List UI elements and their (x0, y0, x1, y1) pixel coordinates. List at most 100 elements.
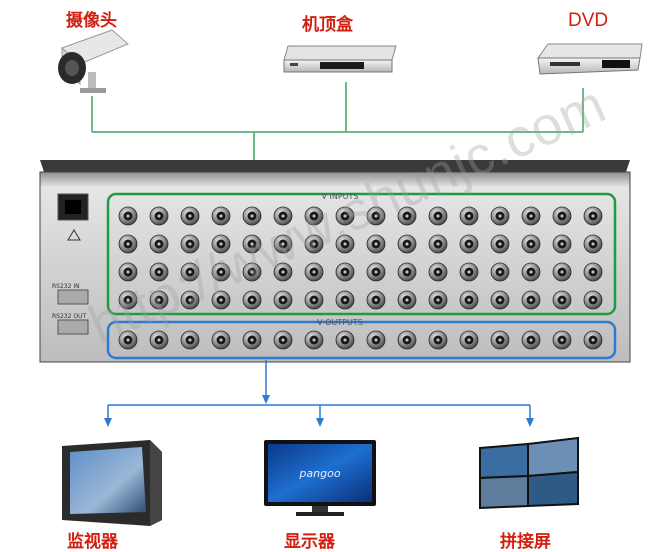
output-bnc-port (335, 330, 355, 350)
matrix-switcher-device (39, 160, 631, 363)
input-bnc-port (149, 262, 169, 282)
rs232-in-port (57, 289, 89, 305)
input-bnc-port (583, 262, 603, 282)
input-bnc-port (521, 262, 541, 282)
input-bnc-port (428, 206, 448, 226)
input-bnc-port (304, 234, 324, 254)
output-bnc-port (459, 330, 479, 350)
input-bnc-port (552, 206, 572, 226)
output-bnc-port (304, 330, 324, 350)
output-bnc-port (242, 330, 262, 350)
input-bnc-port (459, 206, 479, 226)
display-label: 显示器 (284, 532, 335, 552)
input-bnc-port (180, 234, 200, 254)
input-bnc-port (459, 234, 479, 254)
input-bnc-port (211, 206, 231, 226)
input-bnc-port (273, 290, 293, 310)
output-bnc-port (583, 330, 603, 350)
output-bnc-port (149, 330, 169, 350)
input-bnc-port (273, 206, 293, 226)
settop-box-icon (283, 45, 397, 73)
rs232-out-port (57, 319, 89, 335)
input-bnc-port (149, 290, 169, 310)
input-bnc-port (335, 206, 355, 226)
input-bnc-port (490, 262, 510, 282)
input-bnc-port (118, 206, 138, 226)
input-bnc-port (583, 206, 603, 226)
input-bnc-port (521, 234, 541, 254)
dvd-player-icon (537, 43, 643, 75)
dvd-label: DVD (568, 10, 609, 31)
inputs-label: V INPUTS (321, 192, 358, 201)
lcd-display-icon: pangoo (264, 440, 376, 516)
input-bnc-port (490, 234, 510, 254)
rs232-out-label: RS232 OUT (52, 313, 86, 320)
input-bnc-port (304, 290, 324, 310)
input-bnc-port (490, 290, 510, 310)
output-connector-lines (104, 360, 534, 427)
input-bnc-port (118, 290, 138, 310)
input-bnc-port (521, 290, 541, 310)
input-bnc-port (242, 234, 262, 254)
input-bnc-port (118, 234, 138, 254)
videowall-label: 拼接屏 (500, 532, 551, 552)
input-bnc-port (180, 262, 200, 282)
input-bnc-port (552, 290, 572, 310)
input-bnc-port (552, 234, 572, 254)
input-bnc-port (242, 206, 262, 226)
input-bnc-port (366, 206, 386, 226)
input-bnc-port (428, 234, 448, 254)
input-bnc-port (149, 206, 169, 226)
input-bnc-port (242, 290, 262, 310)
output-bnc-port (366, 330, 386, 350)
input-bnc-port (428, 290, 448, 310)
input-bnc-port (366, 262, 386, 282)
input-bnc-port (397, 290, 417, 310)
input-bnc-port (459, 262, 479, 282)
input-bnc-port (428, 262, 448, 282)
input-bnc-port (304, 206, 324, 226)
output-bnc-ports (118, 330, 603, 350)
output-bnc-port (428, 330, 448, 350)
input-bnc-port (397, 234, 417, 254)
output-bnc-port (180, 330, 200, 350)
input-bnc-ports (118, 206, 603, 310)
input-bnc-port (583, 290, 603, 310)
input-bnc-port (335, 262, 355, 282)
input-bnc-port (335, 290, 355, 310)
input-bnc-port (459, 290, 479, 310)
output-bnc-port (118, 330, 138, 350)
input-bnc-port (211, 262, 231, 282)
outputs-label: V OUTPUTS (317, 318, 363, 327)
input-bnc-port (335, 234, 355, 254)
output-bnc-port (273, 330, 293, 350)
input-bnc-port (118, 262, 138, 282)
input-bnc-port (149, 234, 169, 254)
brand-logo: pangoo (298, 467, 340, 480)
input-bnc-port (211, 290, 231, 310)
output-bnc-port (397, 330, 417, 350)
output-bnc-port (490, 330, 510, 350)
input-bnc-port (180, 290, 200, 310)
input-bnc-port (366, 234, 386, 254)
input-bnc-port (552, 262, 572, 282)
input-bnc-port (397, 206, 417, 226)
output-bnc-port (211, 330, 231, 350)
settop-label: 机顶盒 (302, 15, 353, 35)
monitor-label: 监视器 (67, 532, 118, 552)
input-bnc-port (583, 234, 603, 254)
output-bnc-port (521, 330, 541, 350)
input-bnc-port (211, 234, 231, 254)
outputs-frame (106, 320, 617, 360)
input-bnc-port (180, 206, 200, 226)
crt-monitor-icon (62, 440, 162, 526)
input-bnc-port (242, 262, 262, 282)
input-bnc-port (304, 262, 324, 282)
input-bnc-port (273, 234, 293, 254)
input-bnc-port (521, 206, 541, 226)
camera-label: 摄像头 (66, 11, 117, 31)
input-bnc-port (397, 262, 417, 282)
input-bnc-port (366, 290, 386, 310)
camera-icon (58, 29, 129, 93)
